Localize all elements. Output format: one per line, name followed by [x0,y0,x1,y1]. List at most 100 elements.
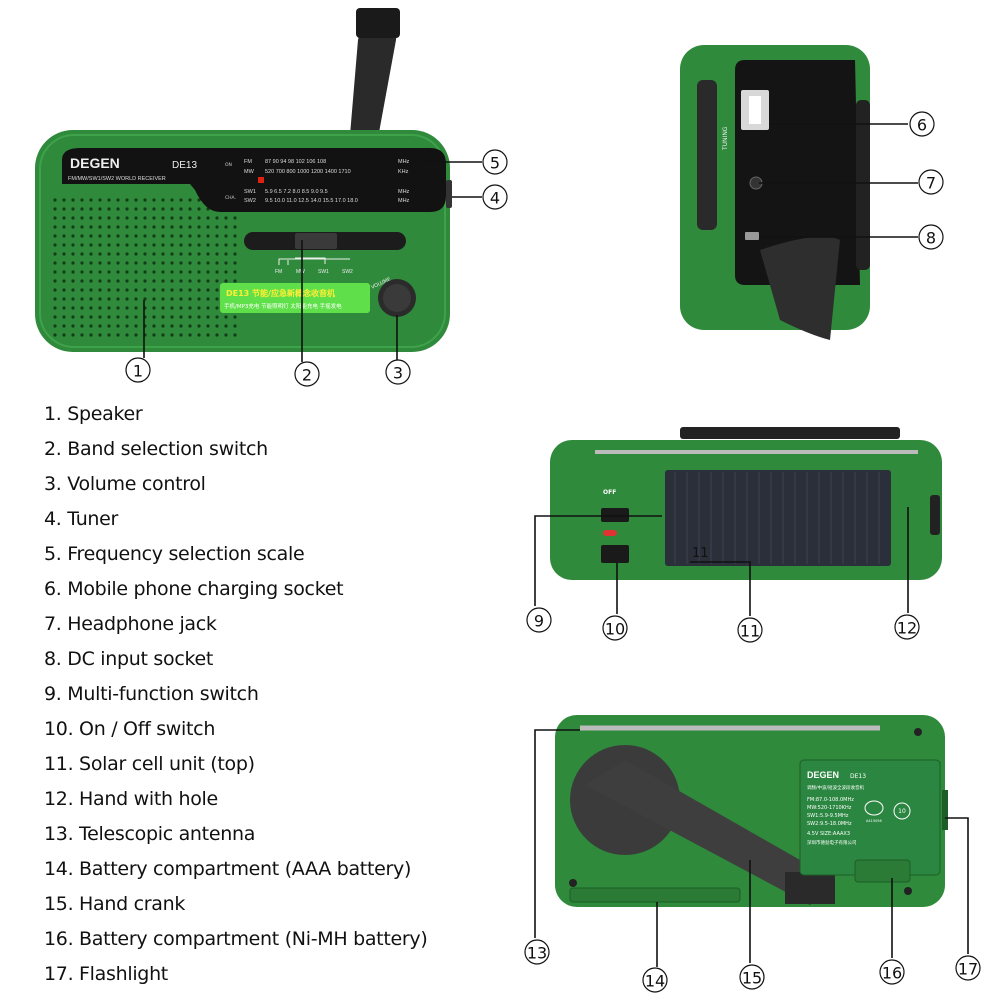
legend-item: 16. Battery compartment (Ni-MH battery) [44,928,428,950]
multi-function-switch[interactable] [601,508,629,522]
svg-text:9: 9 [534,612,544,631]
svg-text:FM:87.0-108.0MHz: FM:87.0-108.0MHz [807,797,854,803]
svg-text:15: 15 [742,969,762,988]
svg-text:5.9 6.5 7.2 8.0 8.5: 5.9 6.5 7.2 8.0 8.5 9.0 9.5 [265,189,328,195]
legend-item: 2. Band selection switch [44,438,268,460]
callout-12: 12 [894,614,920,640]
svg-text:MHz: MHz [398,189,410,195]
legend-item: 6. Mobile phone charging socket [44,578,344,600]
svg-text:SW1:5.9-9.5MHz: SW1:5.9-9.5MHz [807,813,849,819]
subtitle: FM/MW/SW1/SW2 WORLD RECEIVER [68,176,166,182]
legend-item: 14. Battery compartment (AAA battery) [44,858,412,880]
callout-7: 7 [918,169,944,195]
back-view-radio: DEGEN DE13 调频/中波/短波全波段收音机 FM:87.0-108.0M… [555,715,948,907]
svg-text:SW1: SW1 [318,269,329,275]
svg-text:DEGEN: DEGEN [807,770,839,780]
tuning-wheel[interactable] [697,80,717,230]
svg-text:14: 14 [645,972,665,991]
ccc-mark [864,800,884,816]
svg-text:2: 2 [302,366,312,385]
svg-text:9.5 10.0 11.0 12.5 14.0 15.5: 9.5 10.0 11.0 12.5 14.0 15.5 17.0 18.0 [265,198,358,204]
svg-text:8: 8 [926,229,936,248]
svg-text:FM: FM [244,159,252,165]
svg-text:5: 5 [490,154,500,173]
crank-strap [760,236,840,340]
svg-text:MW:520-1710KHz: MW:520-1710KHz [807,805,852,811]
callout-2: 2 [294,361,320,387]
svg-text:4.5V SIZE:AAAX3: 4.5V SIZE:AAAX3 [807,831,850,837]
callout-16: 16 [879,959,905,985]
legend-item: 9. Multi-function switch [44,683,259,705]
legend-item: 5. Frequency selection scale [44,543,305,565]
svg-text:FM: FM [275,269,282,275]
legend-item: 13. Telescopic antenna [44,823,256,845]
svg-text:KHz: KHz [398,169,409,175]
legend-item: 4. Tuner [44,508,119,530]
callout-14: 14 [642,967,668,993]
band-switch-knob[interactable] [295,233,337,249]
flashlight [942,790,948,830]
top-view-radio: 11 OFF [550,427,942,580]
svg-text:MHz: MHz [398,198,410,204]
svg-text:12: 12 [897,619,917,638]
side-view-radio: TUNING [680,45,870,340]
svg-text:4: 4 [490,189,500,208]
legend-item: 17. Flashlight [44,963,168,985]
svg-text:SW1: SW1 [244,189,256,195]
svg-text:10: 10 [605,620,625,639]
callout-8: 8 [918,224,944,250]
legend-item: 3. Volume control [44,473,206,495]
legend-item: 8. DC input socket [44,648,214,670]
legend-item: 15. Hand crank [44,893,186,915]
legend-item: 1. Speaker [44,403,143,425]
callout-3: 3 [385,359,411,385]
svg-text:11: 11 [740,622,760,641]
legend-item: 10. On / Off switch [44,718,216,740]
legend-item: 11. Solar cell unit (top) [44,753,255,775]
nimh-battery-cover [854,859,911,883]
callout-1: 1 [125,357,151,383]
svg-text:1: 1 [133,362,143,381]
svg-text:SW2: SW2 [244,198,256,204]
model-label: DE13 [172,160,197,171]
callout-5: 5 [482,149,508,175]
svg-text:87 90 94 98 102 106: 87 90 94 98 102 106 108 [265,159,326,165]
callout-11: 11 [737,617,763,643]
hand-strap-hole[interactable] [930,495,940,535]
svg-text:深圳市德劲电子有限公司: 深圳市德劲电子有限公司 [807,839,857,846]
legend-list: 1. Speaker 2. Band selection switch 3. Vol… [44,402,428,997]
svg-text:A415056: A415056 [866,819,882,823]
callout-4: 4 [482,184,508,210]
solar-number: 11 [692,546,709,561]
on-off-switch[interactable] [601,545,629,563]
speaker-grille [53,198,237,337]
band-labels: FM MW SW1 SW2 [275,269,353,275]
sticker-text-2: 手机/MP3充电 节能照明灯 太阳能充电 手摇发电 [224,302,342,310]
hand-crank-front [350,10,398,138]
off-label: OFF [603,489,616,496]
tuning-label: TUNING [722,126,729,151]
svg-text:17: 17 [958,960,978,979]
hand-crank[interactable] [585,760,835,905]
sticker-text-1: DE13 节能/应急新概念收音机 [226,288,335,298]
svg-text:16: 16 [882,964,902,983]
display-panel [62,148,446,212]
on-label: ON [225,162,232,168]
solar-panel [665,470,891,566]
svg-text:SW2:9.5-18.0MHz: SW2:9.5-18.0MHz [807,821,852,827]
svg-text:7: 7 [926,174,936,193]
dc-input-socket[interactable] [745,232,759,240]
legend-item: 7. Headphone jack [44,613,217,635]
callout-15: 15 [739,964,765,990]
feature-sticker [220,283,370,313]
cha-label: CHA. [225,195,236,201]
svg-text:10: 10 [898,808,906,815]
tuner-wheel[interactable] [446,180,452,208]
front-view-radio: DEGEN DE13 FM/MW/SW1/SW2 WORLD RECEIVER … [35,8,452,352]
svg-text:3: 3 [393,364,403,383]
frequency-scale: FM 87 90 94 98 102 106 108 MHz MW 520 70… [244,159,410,204]
callout-10: 10 [602,615,628,641]
callout-6: 6 [909,111,935,137]
eco-badge [893,802,911,820]
